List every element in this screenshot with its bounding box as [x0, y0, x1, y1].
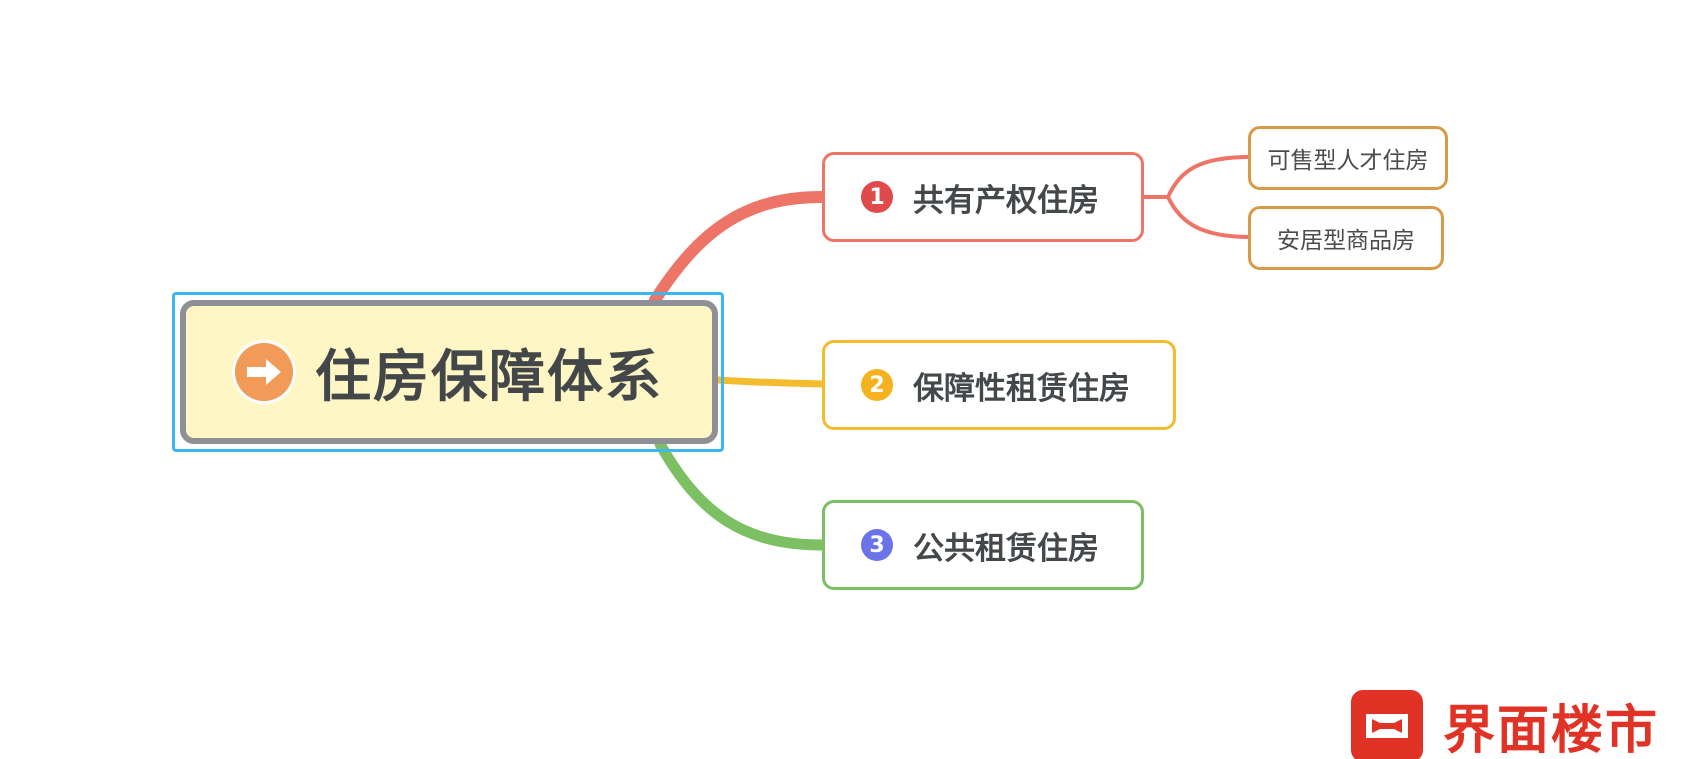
branch-node-3[interactable]: 3 公共租赁住房	[822, 500, 1144, 590]
root-title: 住房保障体系	[315, 344, 663, 410]
connector-root-branch-1	[649, 191, 828, 306]
badge-number-2: 2	[861, 369, 893, 401]
root-node[interactable]: 住房保障体系	[180, 300, 718, 444]
badge-number-1: 1	[861, 181, 893, 213]
branch-label-2: 保障性租赁住房	[913, 370, 1130, 407]
connector-root-branch-2	[714, 376, 826, 388]
watermark-logo: 界面楼市	[1351, 688, 1659, 759]
badge-number-3: 3	[861, 529, 893, 561]
leaf-label-1-2: 安居型商品房	[1277, 228, 1415, 254]
connector-root-branch-3	[654, 438, 828, 551]
connector-branch-1-leaf-2	[1166, 196, 1251, 239]
root-selection-frame	[172, 292, 724, 452]
branch-node-1[interactable]: 1 共有产权住房	[822, 152, 1144, 242]
leaf-label-1-1: 可售型人才住房	[1267, 148, 1429, 174]
leaf-node-1-1[interactable]: 可售型人才住房	[1248, 126, 1448, 190]
branch-node-2[interactable]: 2 保障性租赁住房	[822, 340, 1176, 430]
leaf-node-1-2[interactable]: 安居型商品房	[1248, 206, 1444, 270]
jiemian-logo-icon	[1351, 689, 1423, 759]
watermark-text: 界面楼市	[1443, 701, 1660, 759]
branch-label-3: 公共租赁住房	[913, 530, 1099, 567]
arrow-right-circle-icon	[235, 343, 293, 401]
connector-branch-1-leaf-1	[1142, 155, 1251, 199]
branch-label-1: 共有产权住房	[913, 182, 1099, 219]
